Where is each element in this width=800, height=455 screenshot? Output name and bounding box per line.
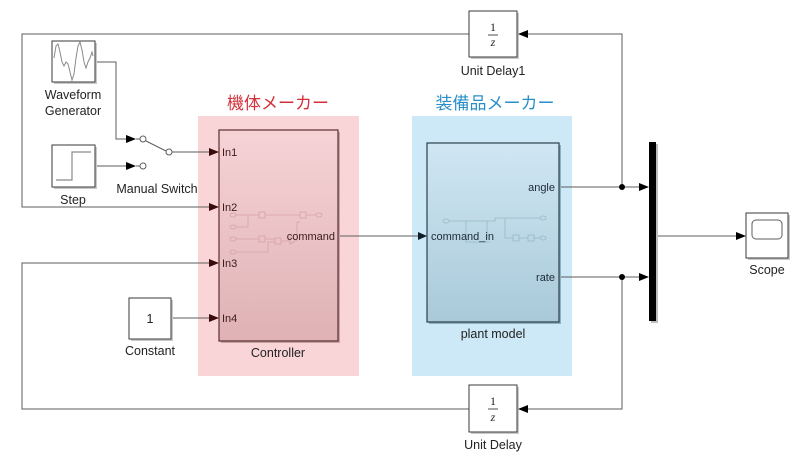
arrow-in1	[209, 148, 219, 156]
arrow-in2	[209, 203, 219, 211]
arrow-command-in	[418, 232, 427, 240]
preview-block	[274, 237, 282, 245]
preview-outport	[539, 215, 547, 221]
preview-block	[512, 234, 520, 242]
controller-block[interactable]: In1 In2 In3 In4 command Controller	[209, 129, 340, 360]
step-icon	[56, 151, 91, 181]
switch-output-contact	[165, 148, 173, 156]
plant-model-block[interactable]: command_in angle rate plant model	[418, 142, 561, 341]
step-body[interactable]	[51, 144, 96, 188]
waveform-generator-label-line1: Waveform	[45, 88, 102, 102]
manual-switch-label: Manual Switch	[116, 182, 197, 196]
unit-delay-denominator: z	[490, 410, 496, 424]
plant-outport-rate: rate	[536, 272, 555, 284]
constant-body[interactable]	[128, 297, 172, 340]
signal-unit-delay1-to-in2[interactable]	[21, 33, 469, 208]
scope-label: Scope	[749, 263, 784, 277]
mux-block[interactable]	[639, 142, 658, 323]
scope-block[interactable]: Scope	[736, 212, 790, 277]
plant-model-label: plant model	[461, 327, 526, 341]
controller-inport-in3: In3	[222, 258, 237, 270]
preview-block	[299, 211, 307, 219]
constant-block[interactable]: 1 Constant	[125, 297, 176, 358]
arrow-unit-delay-in	[518, 405, 528, 413]
unit-delay-label: Unit Delay	[464, 438, 522, 452]
waveform-icon	[53, 40, 94, 82]
controller-preview-diagram	[229, 211, 323, 255]
controller-inport-in4: In4	[222, 313, 237, 325]
unit-delay1-body[interactable]	[468, 10, 518, 58]
arrow-scope-in	[736, 232, 746, 240]
switch-contact-1[interactable]	[139, 135, 147, 143]
controller-body[interactable]	[218, 129, 339, 342]
arrow-switch-in2	[126, 162, 136, 170]
preview-line	[449, 217, 540, 243]
area-title-equipment-maker: 装備品メーカー	[436, 94, 555, 114]
controller-inport-in1: In1	[222, 147, 237, 159]
unit-delay-body[interactable]	[468, 384, 518, 433]
step-label: Step	[60, 193, 86, 207]
signal-angle-feedback[interactable]	[528, 33, 623, 187]
arrow-mux-in2	[639, 273, 649, 281]
mux-bar[interactable]	[649, 142, 656, 321]
arrow-unit-delay1-in	[518, 30, 528, 38]
preview-gain	[289, 236, 298, 245]
controller-outport-command: command	[287, 231, 335, 243]
constant-label: Constant	[125, 344, 176, 358]
unit-delay1-numerator: 1	[490, 20, 496, 34]
preview-line	[236, 214, 316, 253]
unit-delay-numerator: 1	[490, 394, 496, 408]
plant-model-body[interactable]	[426, 142, 560, 323]
waveform-generator-block[interactable]: Waveform Generator	[45, 40, 102, 118]
arrow-switch-in1	[126, 135, 136, 143]
waveform-generator-label-line2: Generator	[45, 104, 101, 118]
signal-waveform-to-switch[interactable]	[95, 61, 127, 140]
switch-lever[interactable]	[145, 140, 167, 152]
preview-block	[527, 234, 535, 242]
preview-block	[258, 211, 266, 219]
controller-inport-in2: In2	[222, 202, 237, 214]
preview-outport	[315, 212, 323, 218]
constant-value: 1	[147, 312, 154, 326]
signal-unit-delay-to-in3[interactable]	[21, 262, 469, 410]
branch-point-angle	[619, 184, 625, 190]
step-block[interactable]: Step	[51, 144, 97, 207]
unit-delay-block[interactable]: 1 z Unit Delay	[464, 384, 528, 452]
unit-delay1-block[interactable]: 1 z Unit Delay1	[461, 10, 528, 78]
area-title-airframe-maker: 機体メーカー	[227, 94, 329, 114]
arrow-in3	[209, 259, 219, 267]
unit-delay1-denominator: z	[490, 35, 496, 49]
switch-contact-2[interactable]	[139, 162, 147, 170]
signal-rate-feedback[interactable]	[528, 277, 623, 410]
preview-block	[258, 235, 266, 243]
preview-outport	[539, 235, 547, 241]
arrow-in4	[209, 314, 219, 322]
branch-point-rate	[619, 274, 625, 280]
plant-outport-angle: angle	[528, 182, 555, 194]
controller-label: Controller	[251, 346, 305, 360]
plant-inport-command-in: command_in	[431, 231, 494, 243]
arrow-mux-in1	[639, 183, 649, 191]
scope-screen-icon	[751, 219, 783, 240]
plant-preview-diagram	[442, 215, 547, 243]
manual-switch-block[interactable]: Manual Switch	[116, 135, 198, 196]
unit-delay1-label: Unit Delay1	[461, 64, 526, 78]
